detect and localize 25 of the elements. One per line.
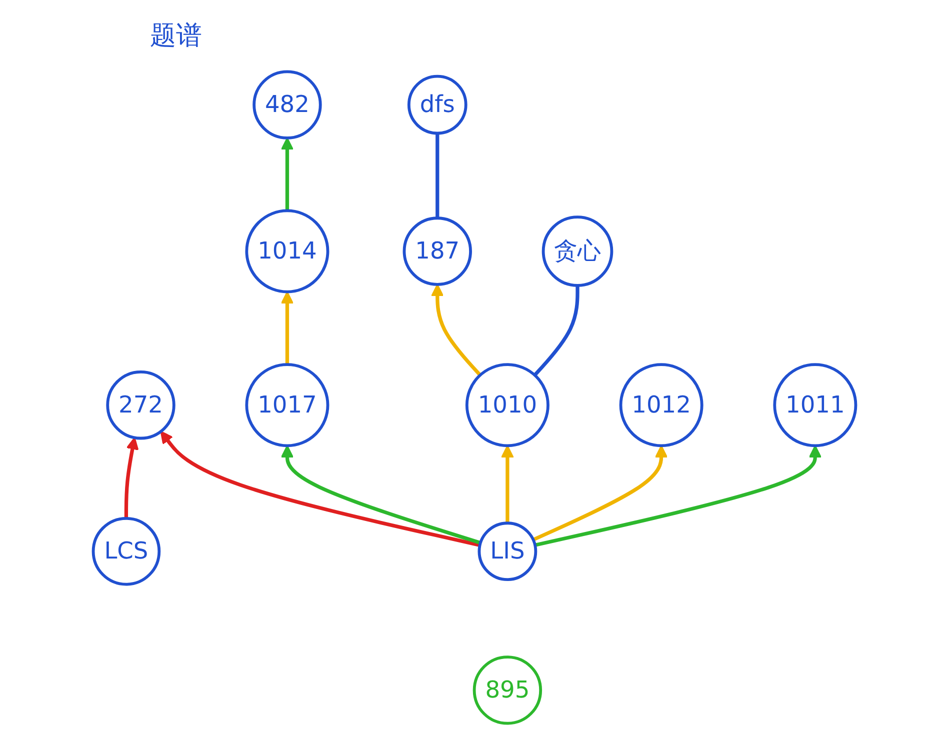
node-circle: dfs	[407, 74, 468, 135]
node-circle: 1017	[245, 363, 330, 448]
node-circle: 895	[472, 656, 542, 725]
arrow	[280, 445, 482, 545]
arrow	[124, 437, 139, 518]
arrow	[280, 291, 294, 365]
title: 题谱	[150, 20, 202, 53]
node-circle: 1011	[773, 363, 858, 448]
arrow	[532, 445, 668, 542]
arrow	[501, 445, 514, 524]
arrow	[534, 445, 822, 547]
node-circle: 1012	[619, 363, 704, 448]
connector	[533, 285, 580, 376]
arrow	[280, 137, 294, 211]
arrow	[430, 284, 482, 376]
node-circle: LCS	[92, 516, 161, 586]
node-circle: LIS	[478, 522, 538, 582]
node-circle: 272	[106, 370, 176, 440]
node-circle: 1014	[245, 209, 330, 294]
arrow	[160, 430, 480, 547]
connector	[436, 133, 440, 218]
node-circle: 1010	[465, 363, 550, 448]
node-circle: 187	[402, 216, 472, 286]
node-circle: 482	[252, 70, 322, 140]
node-circle: 贪心	[542, 216, 614, 287]
